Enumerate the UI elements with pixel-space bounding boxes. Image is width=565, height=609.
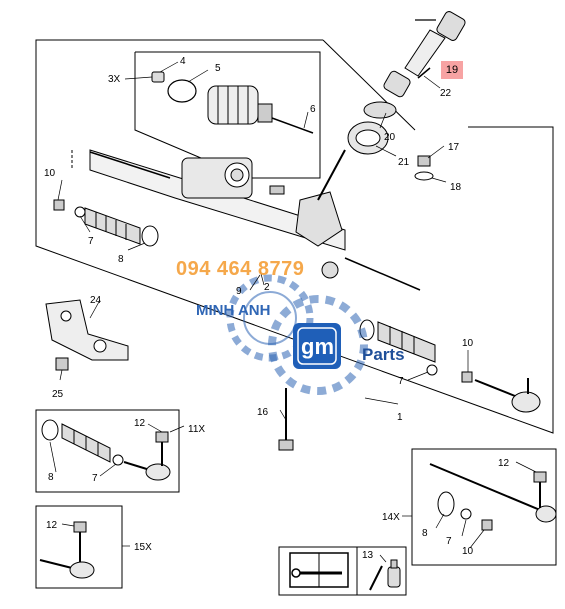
watermark-parts: Parts <box>362 345 405 364</box>
right-outer-tie-rod-end <box>474 378 541 413</box>
callout-9: 9 <box>236 286 242 297</box>
callout-8-left: 8 <box>118 254 124 265</box>
callout-12-kit14: 12 <box>498 458 510 469</box>
callout-25: 25 <box>52 389 64 400</box>
gm-logo: gm <box>293 323 341 369</box>
quantity-3x: 3X <box>108 74 121 85</box>
mounting-bracket <box>45 299 129 361</box>
kit-11x-boot <box>41 419 124 466</box>
callout-10-kit14: 10 <box>462 546 474 557</box>
callout-18: 18 <box>450 182 462 193</box>
electric-motor <box>207 85 273 125</box>
mount-nut <box>417 155 431 167</box>
intermediate-shaft <box>383 11 466 98</box>
motor-subframe <box>134 51 321 179</box>
frame-cut-line <box>322 39 416 131</box>
callout-2: 2 <box>264 282 270 293</box>
kit-box-15x <box>35 505 123 589</box>
service-info-box <box>278 546 407 596</box>
callout-20: 20 <box>384 132 396 143</box>
callout-7-kit11: 7 <box>92 473 98 484</box>
callout-10-left: 10 <box>44 168 56 179</box>
left-jam-nut <box>53 199 65 211</box>
motor-o-ring <box>167 79 197 103</box>
callout-13: 13 <box>362 550 374 561</box>
callout-1: 1 <box>397 412 403 423</box>
quantity-14x: 14X <box>382 512 400 523</box>
callout-24: 24 <box>90 295 102 306</box>
watermark-phone: 094 464 8779 <box>176 258 305 280</box>
quantity-11x: 11X <box>188 424 205 435</box>
kit-11x-tie-rod-end <box>123 431 171 481</box>
callout-8-kit11: 8 <box>48 472 54 483</box>
kit-box-14x <box>411 448 557 566</box>
callout-22: 22 <box>440 88 452 99</box>
callout-6: 6 <box>310 104 316 115</box>
leader-lines <box>49 61 537 563</box>
callout-7-kit14: 7 <box>446 536 452 547</box>
coupling-bolt <box>417 67 431 79</box>
callout-7-left: 7 <box>88 236 94 247</box>
callout-4: 4 <box>180 56 186 67</box>
left-clamp <box>74 206 86 218</box>
rack-housing <box>89 149 346 251</box>
right-inner-tie-rod <box>344 257 421 291</box>
watermark-brand: MINH ANH <box>196 302 271 319</box>
left-inner-tie-rod <box>89 151 171 179</box>
kit-15x-tie-rod-end <box>39 521 95 579</box>
callout-21: 21 <box>398 157 410 168</box>
kit-14x-tie-rod <box>429 463 557 531</box>
left-boot <box>84 207 159 247</box>
callout-17: 17 <box>448 142 460 153</box>
highlight-box-19 <box>441 61 463 79</box>
callout-8-kit14: 8 <box>422 528 428 539</box>
callout-12-kit15: 12 <box>46 520 58 531</box>
right-clamp <box>426 364 438 376</box>
quantity-15x: 15X <box>134 542 152 553</box>
gm-logo-text: gm <box>301 334 334 359</box>
callout-7-right: 7 <box>398 376 404 387</box>
mount-washer <box>414 171 434 181</box>
watermark-gear-right <box>268 295 368 395</box>
bracket-nut <box>55 357 69 371</box>
right-jam-nut <box>461 371 473 383</box>
callout-19: 19 <box>445 64 459 76</box>
motor-nut <box>151 71 165 83</box>
main-assembly-frame <box>35 39 554 434</box>
rack-end-grommet <box>321 261 339 279</box>
kit-box-11x <box>35 409 180 493</box>
motor-bolt <box>271 117 314 134</box>
callout-10-right: 10 <box>462 338 474 349</box>
callout-12-kit11: 12 <box>134 418 146 429</box>
screwdriver-icon <box>369 565 383 591</box>
lubricant-bottle-icon <box>387 559 401 588</box>
callout-5: 5 <box>215 63 221 74</box>
steering-shaft-boot <box>347 101 397 155</box>
mount-bolt <box>278 388 294 451</box>
wrench-icon <box>291 568 342 578</box>
callout-16: 16 <box>257 407 269 418</box>
